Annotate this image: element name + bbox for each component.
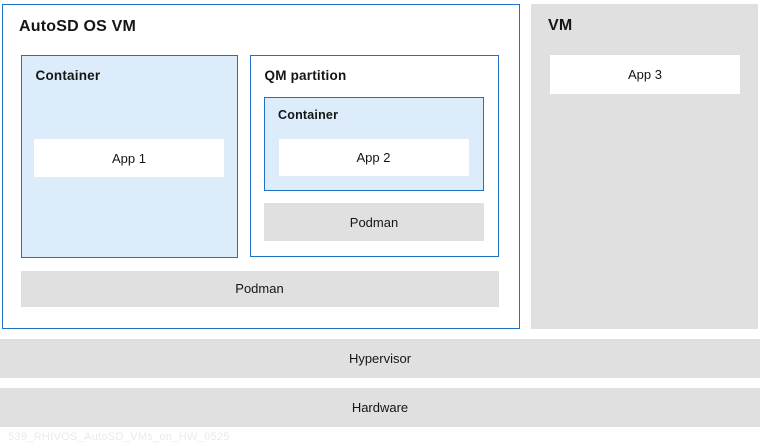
vm-title: VM [548,17,573,34]
footer-identifier: 539_RHIVOS_AutoSD_VMs_on_HW_0525 [8,431,230,443]
hypervisor-bar: Hypervisor [0,339,760,378]
autosd-os-vm-box: AutoSD OS VM Container App 1 QM partitio… [2,4,520,329]
qm-podman-bar: Podman [264,203,484,241]
app-3-bar: App 3 [550,55,740,94]
autosd-podman-bar: Podman [20,270,499,307]
hardware-bar: Hardware [0,388,760,427]
container-2-title: Container [278,108,339,122]
container-1-title: Container [35,67,101,83]
vm-box: VM App 3 [531,4,758,329]
autosd-os-vm-title: AutoSD OS VM [19,18,137,35]
qm-partition-title: QM partition [264,67,347,83]
container-2-box: Container App 2 [264,97,484,191]
qm-partition-box: QM partition Container App 2 Podman [249,54,499,257]
app-2-bar: App 2 [278,138,469,176]
container-1-box: Container App 1 [20,54,238,258]
app-1-bar: App 1 [34,139,224,177]
